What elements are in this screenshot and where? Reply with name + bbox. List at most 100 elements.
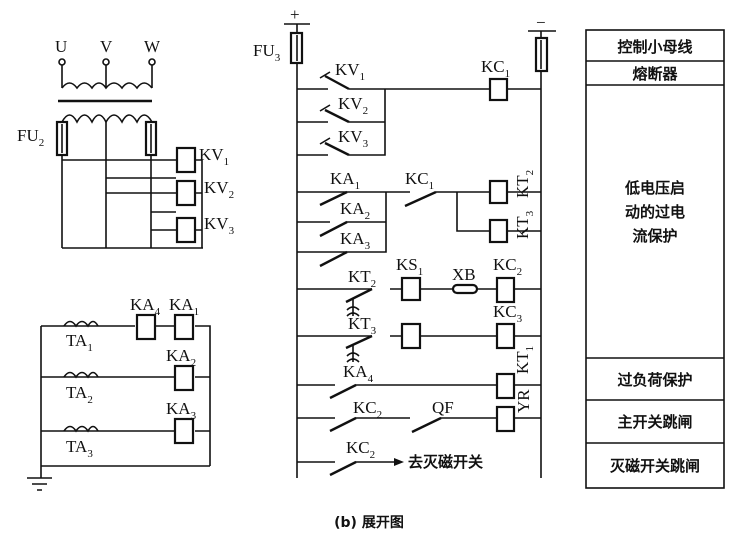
kc2-coil-label: KC2 [493,255,522,278]
kv1-label: KV1 [199,145,229,168]
coil-ka3 [173,417,195,445]
plus-bus-label: + [290,5,300,24]
kv3-label: KV3 [204,214,235,237]
legend-row-overload: 过负荷保护 [617,371,692,389]
ta3-label: TA3 [66,437,93,460]
terminal-w [148,58,156,66]
current-transformer-circuit: TA1 TA2 TA3 KA4 KA1 KA2 KA3 [27,295,211,491]
kv2-contact-label: KV2 [338,94,368,117]
kc2-contact-label: KC2 [353,398,382,421]
voltage-transformer-circuit: U V W FU2 KV1 KV2 KV3 [17,37,235,249]
minus-bus-label: − [536,13,546,32]
coil-kt1 [495,372,516,400]
dc-control-circuit: + FU3 − KV1 KV2 KV3 KC1 KA1 KA2 KA3 KC1 … [253,5,556,478]
ka-kc1-contacts [319,190,437,268]
to-field-switch-label: 去灭磁开关 [408,453,483,471]
coil-ka1 [173,313,195,341]
qf-contact-label: QF [432,398,454,417]
legend-row-fuse: 熔断器 [632,65,678,83]
legend-row-undervoltage-overcurrent-line3: 流保护 [632,227,677,245]
coil-kv1 [175,146,197,174]
coil-kc3 [495,322,516,350]
kt2-contact-label: KT2 [348,267,376,290]
ct-ta3 [63,425,99,433]
legend-row-control-bus: 控制小母线 [617,38,692,56]
kv-nc-marks [319,71,331,145]
kc1-contact-label: KC1 [405,169,434,192]
ta1-label: TA1 [66,331,93,354]
kv-contacts [324,74,350,157]
secondary-leads [61,122,203,249]
ks1-coil-label: KS1 [396,255,423,278]
coil-kc2 [495,276,516,304]
coil-kv3 [175,216,197,244]
legend-row-undervoltage-overcurrent-line2: 动的过电 [625,203,685,221]
coil-kt3-branch [400,322,422,350]
relay-feeds [62,159,176,231]
legend-row-dividers [586,60,724,444]
plus-bus [284,23,310,32]
coil-kt3 [488,218,509,244]
terminal-v [102,58,110,66]
kv1-contact-label: KV1 [335,60,365,83]
ka1-contact-label: KA1 [330,169,360,192]
coil-kc1 [488,77,509,102]
kt3-vertical-label: KT3 [513,210,536,239]
relay-returns [195,159,203,248]
legend-table-border [585,29,725,489]
kt2-delay-mark [346,298,360,317]
legend-row-main-switch-trip: 主开关跳闸 [617,413,692,431]
ka3-contact-label: KA3 [340,229,371,252]
test-link-xb [451,283,479,295]
ka1-label: KA1 [169,295,199,318]
kc2-field-contact-label: KC2 [346,438,375,461]
ground-icon [27,467,52,491]
arrow-icon [394,458,404,466]
kv3-contact-label: KV3 [338,127,369,150]
kc2-field-contact [329,460,357,477]
legend-row-undervoltage-overcurrent-line1: 低电压启 [624,179,685,197]
kt2-contact [345,287,373,304]
secondary-winding [61,114,153,124]
kc2-qf-contacts [329,416,442,434]
ka-branch-wiring [297,191,541,253]
kv2-label: KV2 [204,178,234,201]
kc3-coil-label: KC3 [493,302,523,325]
kc1-coil-label: KC1 [481,57,510,80]
coil-yr [495,405,516,433]
phase-label-u: U [55,37,67,56]
kt2-vertical-label: KT2 [513,170,536,198]
kt3-contact [345,334,373,350]
kt3-delay-mark [346,344,360,363]
legend-row-field-switch-trip: 灭磁开关跳闸 [609,457,700,475]
kv-branch-wiring [297,88,541,156]
fu3-label: FU3 [253,41,281,64]
ct-ta1 [63,320,99,328]
minus-bus [528,30,556,38]
coil-kv2 [175,179,197,207]
coil-ka4 [135,313,157,341]
phase-label-w: W [144,37,161,56]
kt3-contact-label: KT3 [348,314,377,337]
ka4-contact [329,383,357,400]
fu2-label: FU2 [17,126,44,149]
ka4-contact-label: KA4 [343,362,374,385]
ka2-contact-label: KA2 [340,199,370,222]
ka2-label: KA2 [166,346,196,369]
yr-vertical-label: YR [514,389,533,413]
ta2-label: TA2 [66,383,93,406]
kt1-vertical-label: KT1 [513,346,536,374]
coil-ka2 [173,364,195,392]
coil-kt2 [488,179,509,205]
ka3-label: KA3 [166,399,197,422]
legend-table: 控制小母线 熔断器 低电压启 动的过电 流保护 过负荷保护 主开关跳闸 灭磁开关… [585,29,725,489]
ka4-label: KA4 [130,295,161,318]
xb-label: XB [452,265,476,284]
primary-winding [61,82,153,90]
phase-label-v: V [100,37,113,56]
figure-caption: (b) 展开图 [334,515,404,531]
coil-ks1 [400,276,422,302]
ct-ta2 [63,371,99,379]
terminal-u [58,58,66,66]
